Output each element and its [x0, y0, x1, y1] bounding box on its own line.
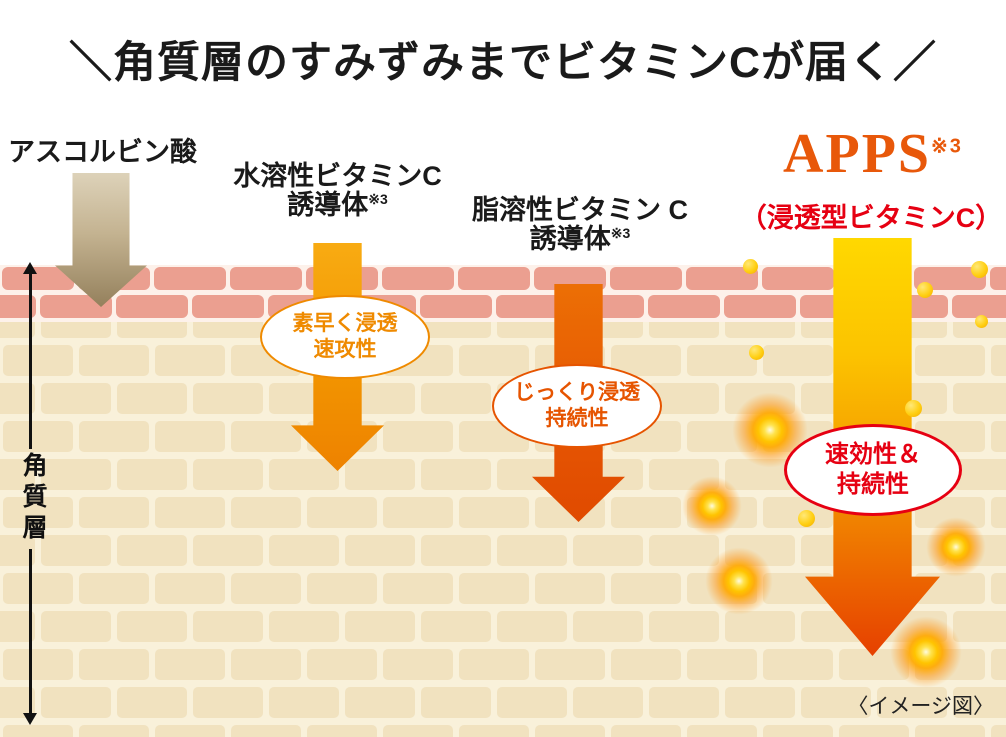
- footnote-ref: ※3: [610, 225, 631, 242]
- stratum-corneum-label: 角質層: [19, 452, 47, 545]
- apps-brand-heading: APPS※3: [740, 122, 1006, 186]
- vitamin-particle: [971, 261, 988, 278]
- apps-sub-label: （浸透型ビタミンC）: [739, 203, 1003, 233]
- depth-line: [29, 273, 32, 449]
- bubble-text-line1: じっくり浸透: [514, 380, 640, 404]
- bubble-text-line1: 素早く浸透: [292, 311, 398, 335]
- apps-bubble: 速効性＆ 持続性: [784, 424, 962, 516]
- water-soluble-label: 水溶性ビタミンC 誘導体※3: [225, 161, 450, 221]
- bubble-text-line1: 速効性＆: [825, 441, 921, 468]
- image-caption: 〈イメージ図〉: [847, 695, 994, 718]
- oil-soluble-label-line1: 脂溶性ビタミン C: [472, 195, 688, 225]
- vitamin-particle: [798, 510, 815, 527]
- depth-arrow-down-icon: [23, 713, 37, 725]
- ascorbic-acid-label: アスコルビン酸: [8, 137, 197, 167]
- oil-soluble-label-line2: 誘導体: [529, 224, 611, 255]
- vitamin-particle-glow: [682, 476, 742, 536]
- footnote-ref: ※3: [931, 135, 963, 158]
- bubble-text-line2: 持続性: [545, 407, 609, 430]
- vitamin-particle: [743, 259, 758, 274]
- depth-line: [29, 549, 32, 715]
- water-soluble-label-line2: 誘導体: [287, 190, 369, 221]
- page-title: ＼角質層のすみずみまでビタミンCが届く／: [68, 39, 938, 87]
- vitamin-particle-glow: [926, 517, 986, 577]
- footnote-ref: ※3: [368, 191, 388, 208]
- vitamin-particle-glow: [705, 547, 773, 615]
- water-soluble-label-line1: 水溶性ビタミンC: [233, 161, 442, 191]
- oil-soluble-bubble: じっくり浸透 持続性: [492, 364, 662, 448]
- bubble-text-line2: 速攻性: [313, 338, 377, 361]
- depth-arrow-up-icon: [23, 262, 37, 274]
- apps-brand-text: APPS: [783, 123, 932, 185]
- bubble-text-line2: 持続性: [837, 471, 909, 498]
- water-soluble-bubble: 素早く浸透 速攻性: [260, 295, 430, 379]
- vitamin-particle: [905, 400, 922, 417]
- vitamin-particle: [975, 315, 988, 328]
- vitamin-particle: [749, 345, 764, 360]
- vitamin-particle-glow: [890, 616, 962, 688]
- oil-soluble-label: 脂溶性ビタミン C 誘導体※3: [455, 195, 705, 255]
- vitamin-particle: [917, 282, 933, 298]
